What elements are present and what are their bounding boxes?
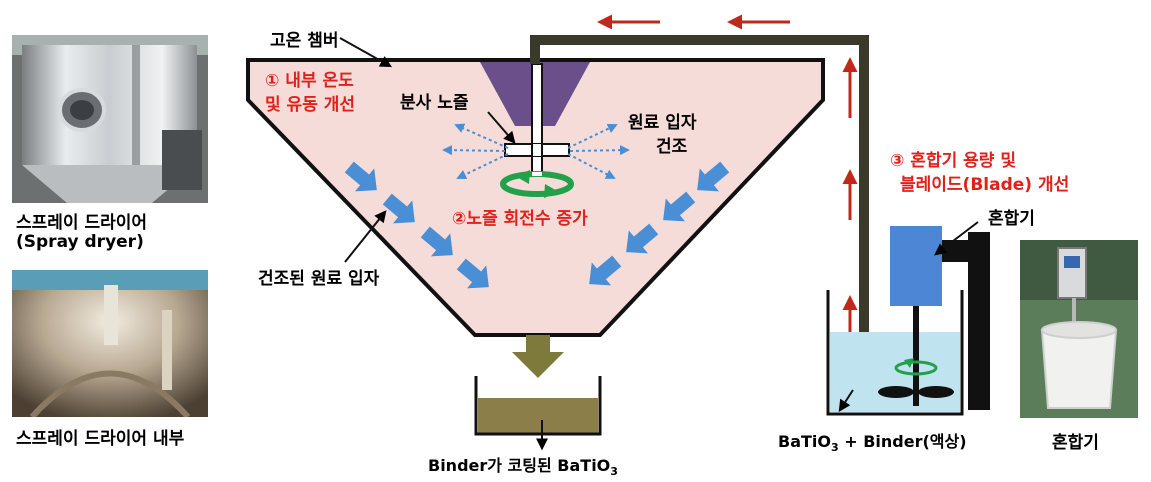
spray-dryer-interior-caption: 스프레이 드라이어 내부 (16, 429, 185, 449)
nozzle-shaft (531, 63, 543, 177)
output-tray (474, 376, 602, 436)
improvement-1-line1: ① 내부 온도 (265, 71, 354, 91)
spray-dryer-interior-photo (12, 270, 208, 417)
improvement-2: ②노즐 회전수 증가 (452, 209, 588, 229)
spray-arrows (442, 123, 630, 180)
spray-dryer-photo (12, 35, 208, 203)
mixer-tank (826, 290, 964, 416)
chamber-label: 고온 챔버 (270, 31, 339, 51)
nozzle-label: 분사 노즐 (400, 93, 469, 113)
improvement-3-line1: ③ 혼합기 용량 및 (890, 151, 1016, 171)
particles-leader-line (344, 210, 387, 263)
spray-dryer-caption: 스프레이 드라이어 (16, 213, 148, 233)
improvement-1-line2: 및 유동 개선 (265, 95, 356, 115)
flow-arrows (597, 14, 858, 338)
feed-pipe (530, 35, 869, 385)
mixer-rotation-icon (894, 358, 938, 376)
raw-drying-label-line1: 원료 입자 (628, 113, 697, 133)
mixer-photo (1020, 240, 1138, 418)
improvement-3-line2: 블레이드(Blade) 개선 (900, 175, 1070, 195)
chamber-leader-line (339, 37, 393, 68)
mixer-photo-caption: 혼합기 (1052, 433, 1099, 453)
mixer-blade (878, 386, 954, 398)
tank-leader-line (838, 389, 854, 413)
nozzle-leader-line (487, 111, 516, 144)
particle-arrows (344, 161, 730, 289)
raw-drying-label-line2: 건조 (656, 137, 688, 157)
output-arrow (512, 335, 564, 378)
high-temp-chamber (246, 58, 825, 337)
mixer-body (890, 226, 942, 306)
output-label: Binder가 코팅된 BaTiO3 (428, 456, 618, 479)
tank-label: BaTiO3 + Binder(액상) (778, 432, 967, 455)
mixer-leader-line (934, 221, 979, 256)
mixer-shaft (913, 306, 919, 406)
mixer-label: 혼합기 (988, 209, 1035, 229)
spray-dryer-caption-en: (Spray dryer) (16, 232, 144, 252)
dried-particles-label: 건조된 원료 입자 (258, 269, 380, 289)
